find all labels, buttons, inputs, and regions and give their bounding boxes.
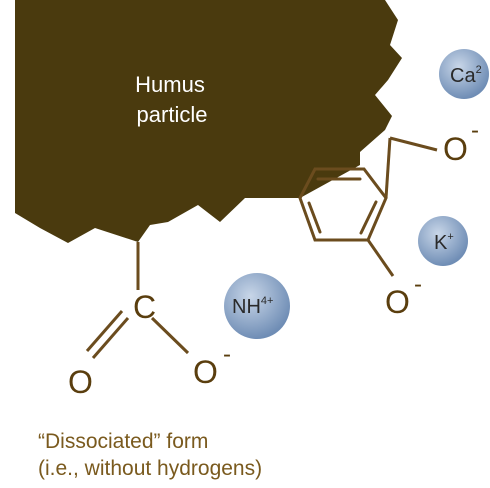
caption: “Dissociated” form (i.e., without hydrog… (38, 428, 262, 482)
oxygen-ring-bottom-atom: O (385, 284, 410, 320)
humus-particle (15, 0, 402, 243)
calcium-ion-label: Ca (450, 65, 476, 87)
calcium-ion: Ca2 (439, 49, 489, 99)
oxygen-ring-bottom-charge: - (414, 271, 422, 298)
potassium-ion-charge: + (447, 231, 453, 243)
calcium-ion-charge: 2 (476, 64, 482, 76)
particle-label-line1: Humus (135, 72, 205, 97)
ammonium-ion-charge: 4+ (261, 295, 274, 307)
potassium-ion: K+ (418, 216, 468, 266)
bond-oxygen-top (389, 136, 438, 152)
svg-text:K+: K+ (434, 231, 454, 254)
caption-line1: “Dissociated” form (38, 430, 209, 453)
oxygen-ring-top-atom: O (443, 131, 468, 167)
bond-ring-oxygen-bottom (366, 239, 395, 277)
oxygen-carboxyl-atom: O (193, 354, 218, 390)
particle-label-line2: particle (137, 102, 208, 127)
bond-carbon-oxygen-double-b (85, 310, 124, 352)
bond-carbon-oxygen-single (150, 316, 190, 355)
svg-text:Ca2: Ca2 (450, 64, 482, 87)
oxygen-ring-top-charge: - (471, 117, 479, 144)
oxygen-carboxyl-charge: - (223, 341, 231, 368)
potassium-ion-label: K (434, 232, 448, 254)
svg-text:NH4+: NH4+ (232, 295, 273, 318)
oxygen-double-atom: O (68, 364, 93, 400)
bond-ring-oxygen-top (384, 137, 392, 199)
ammonium-ion-label: NH (232, 296, 261, 318)
bond-carbon-oxygen-double-a (91, 317, 130, 359)
carbon-atom: C (133, 289, 156, 325)
caption-line2: (i.e., without hydrogens) (38, 457, 263, 480)
ammonium-ion: NH4+ (224, 273, 290, 339)
